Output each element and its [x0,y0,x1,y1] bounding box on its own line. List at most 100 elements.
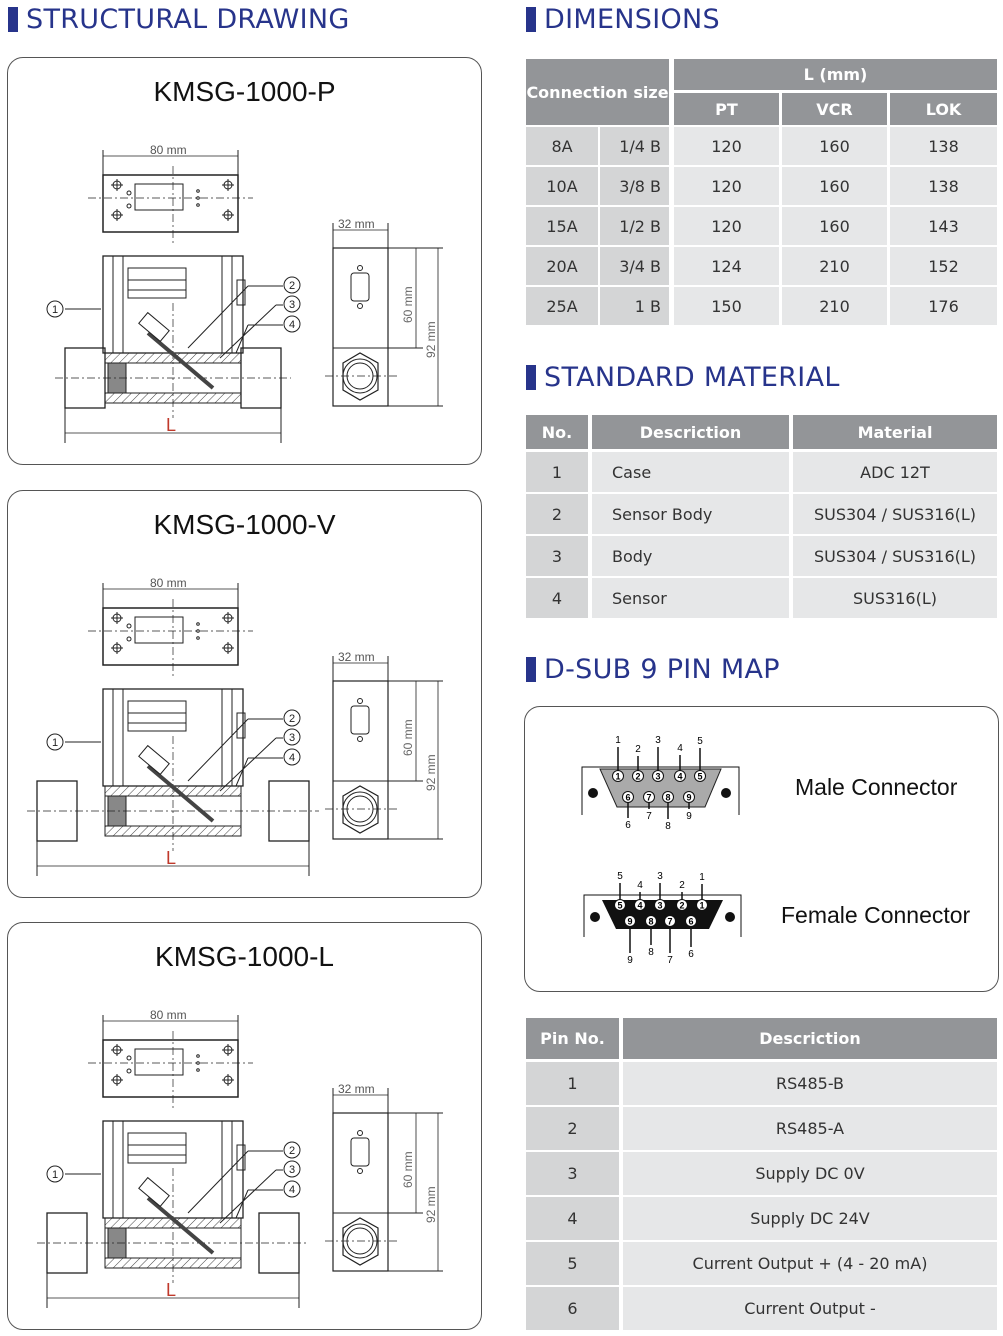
section-marker [526,364,536,390]
top-view: 80 mm [88,143,253,243]
dim-cell-l-lok: 138 [890,127,997,165]
dim-cell-l-vcr: 160 [782,207,887,245]
pin-label: 2 [635,744,641,755]
callout-number: 4 [289,752,295,764]
section-structural-drawing: STRUCTURAL DRAWING [8,2,350,36]
pin-number: 5 [697,772,702,782]
dim-cell-l-pt: 120 [674,127,779,165]
dimension-label: L [166,1280,176,1300]
dim-cell-size-b: 1 B [600,287,669,325]
section-marker [526,656,536,682]
pin-number: 8 [665,793,670,803]
dim-cell-size-a: 25A [526,287,598,325]
side-view: L 1 2 3 4 [27,688,319,876]
material-cell-no: 2 [526,494,588,534]
pin-label: 3 [655,735,661,746]
pin-label: 6 [625,820,631,831]
pin-number: 6 [688,917,693,927]
pin-label: 5 [697,736,703,747]
pin-label: 5 [617,871,623,882]
pin-label: 9 [686,811,692,822]
dim-cell-l-lok: 152 [890,247,997,285]
pin-cell-no: 6 [526,1287,619,1330]
callout-number: 1 [52,737,58,749]
material-cell-no: 1 [526,452,588,492]
callout-number: 1 [52,1169,58,1181]
dimension-label: L [166,848,176,868]
header-pin-no: Pin No. [526,1018,619,1059]
dim-cell-l-vcr: 210 [782,247,887,285]
material-cell-description: Body [592,536,789,576]
dimension-label: 92 mm [424,1186,438,1223]
dimension-label: 60 mm [401,719,415,756]
pin-number: 9 [627,917,632,927]
pin-label: 2 [679,880,685,891]
pin-label: 4 [637,880,643,891]
dim-cell-l-lok: 143 [890,207,997,245]
structural-drawing: 80 mm L 1 2 3 4 32 mm 60 mm 92 mm [27,576,443,876]
end-view: 32 mm 60 mm 92 mm [325,650,443,840]
header-l-mm: L (mm) [674,59,997,90]
header-description: Descriction [592,415,789,449]
section-standard-material: STANDARD MATERIAL [526,360,840,394]
material-cell-description: Sensor Body [592,494,789,534]
dim-cell-l-pt: 150 [674,287,779,325]
side-view: L 1 2 3 4 [37,1120,309,1308]
pin-label: 7 [667,955,673,966]
pin-number: 7 [646,793,651,803]
pin-label: 8 [648,947,654,958]
pin-cell-description: Supply DC 24V [623,1197,997,1240]
pin-number: 2 [635,772,640,782]
section-dimensions: DIMENSIONS [526,2,720,36]
header-pin-description: Descriction [623,1018,997,1059]
material-cell-material: SUS316(L) [793,578,997,618]
dimension-label: 80 mm [150,1008,187,1022]
callout-number: 3 [289,732,295,744]
end-view: 32 mm 60 mm 92 mm [325,217,443,407]
callout-number: 2 [289,280,295,292]
pin-number: 5 [617,901,622,911]
dimension-label: 80 mm [150,143,187,157]
callout-number: 4 [289,319,295,331]
pin-cell-description: RS485-B [623,1062,997,1105]
model-title: KMSG-1000-V [153,509,336,540]
dim-cell-size-a: 20A [526,247,598,285]
pin-cell-description: Current Output + (4 - 20 mA) [623,1242,997,1285]
section-marker [8,6,18,32]
pin-number: 6 [625,793,630,803]
dimension-label: 80 mm [150,576,187,590]
drawing-panel-v: KMSG-1000-V 80 mm L 1 2 3 4 32 mm 60 mm 92 … [7,490,482,898]
material-cell-description: Sensor [592,578,789,618]
dim-cell-l-vcr: 160 [782,127,887,165]
section-marker [526,6,536,32]
callout-number: 3 [289,1164,295,1176]
dim-cell-l-pt: 124 [674,247,779,285]
pin-number: 4 [677,772,682,782]
pin-label: 4 [677,743,683,754]
header-lok: LOK [890,93,997,125]
callout-number: 2 [289,713,295,725]
pin-number: 9 [686,793,691,803]
material-cell-material: SUS304 / SUS316(L) [793,536,997,576]
pin-cell-no: 3 [526,1152,619,1195]
callout-number: 2 [289,1145,295,1157]
pin-label: 9 [627,955,633,966]
dim-cell-l-lok: 138 [890,167,997,205]
material-cell-no: 3 [526,536,588,576]
callout-number: 4 [289,1184,295,1196]
dim-cell-l-pt: 120 [674,167,779,205]
material-cell-material: ADC 12T [793,452,997,492]
pin-number: 8 [648,917,653,927]
header-pt: PT [674,93,779,125]
pin-label: 6 [688,949,694,960]
pin-label: 1 [699,872,705,883]
dim-cell-size-b: 3/4 B [600,247,669,285]
header-no: No. [526,415,588,449]
model-title: KMSG-1000-L [155,941,334,972]
